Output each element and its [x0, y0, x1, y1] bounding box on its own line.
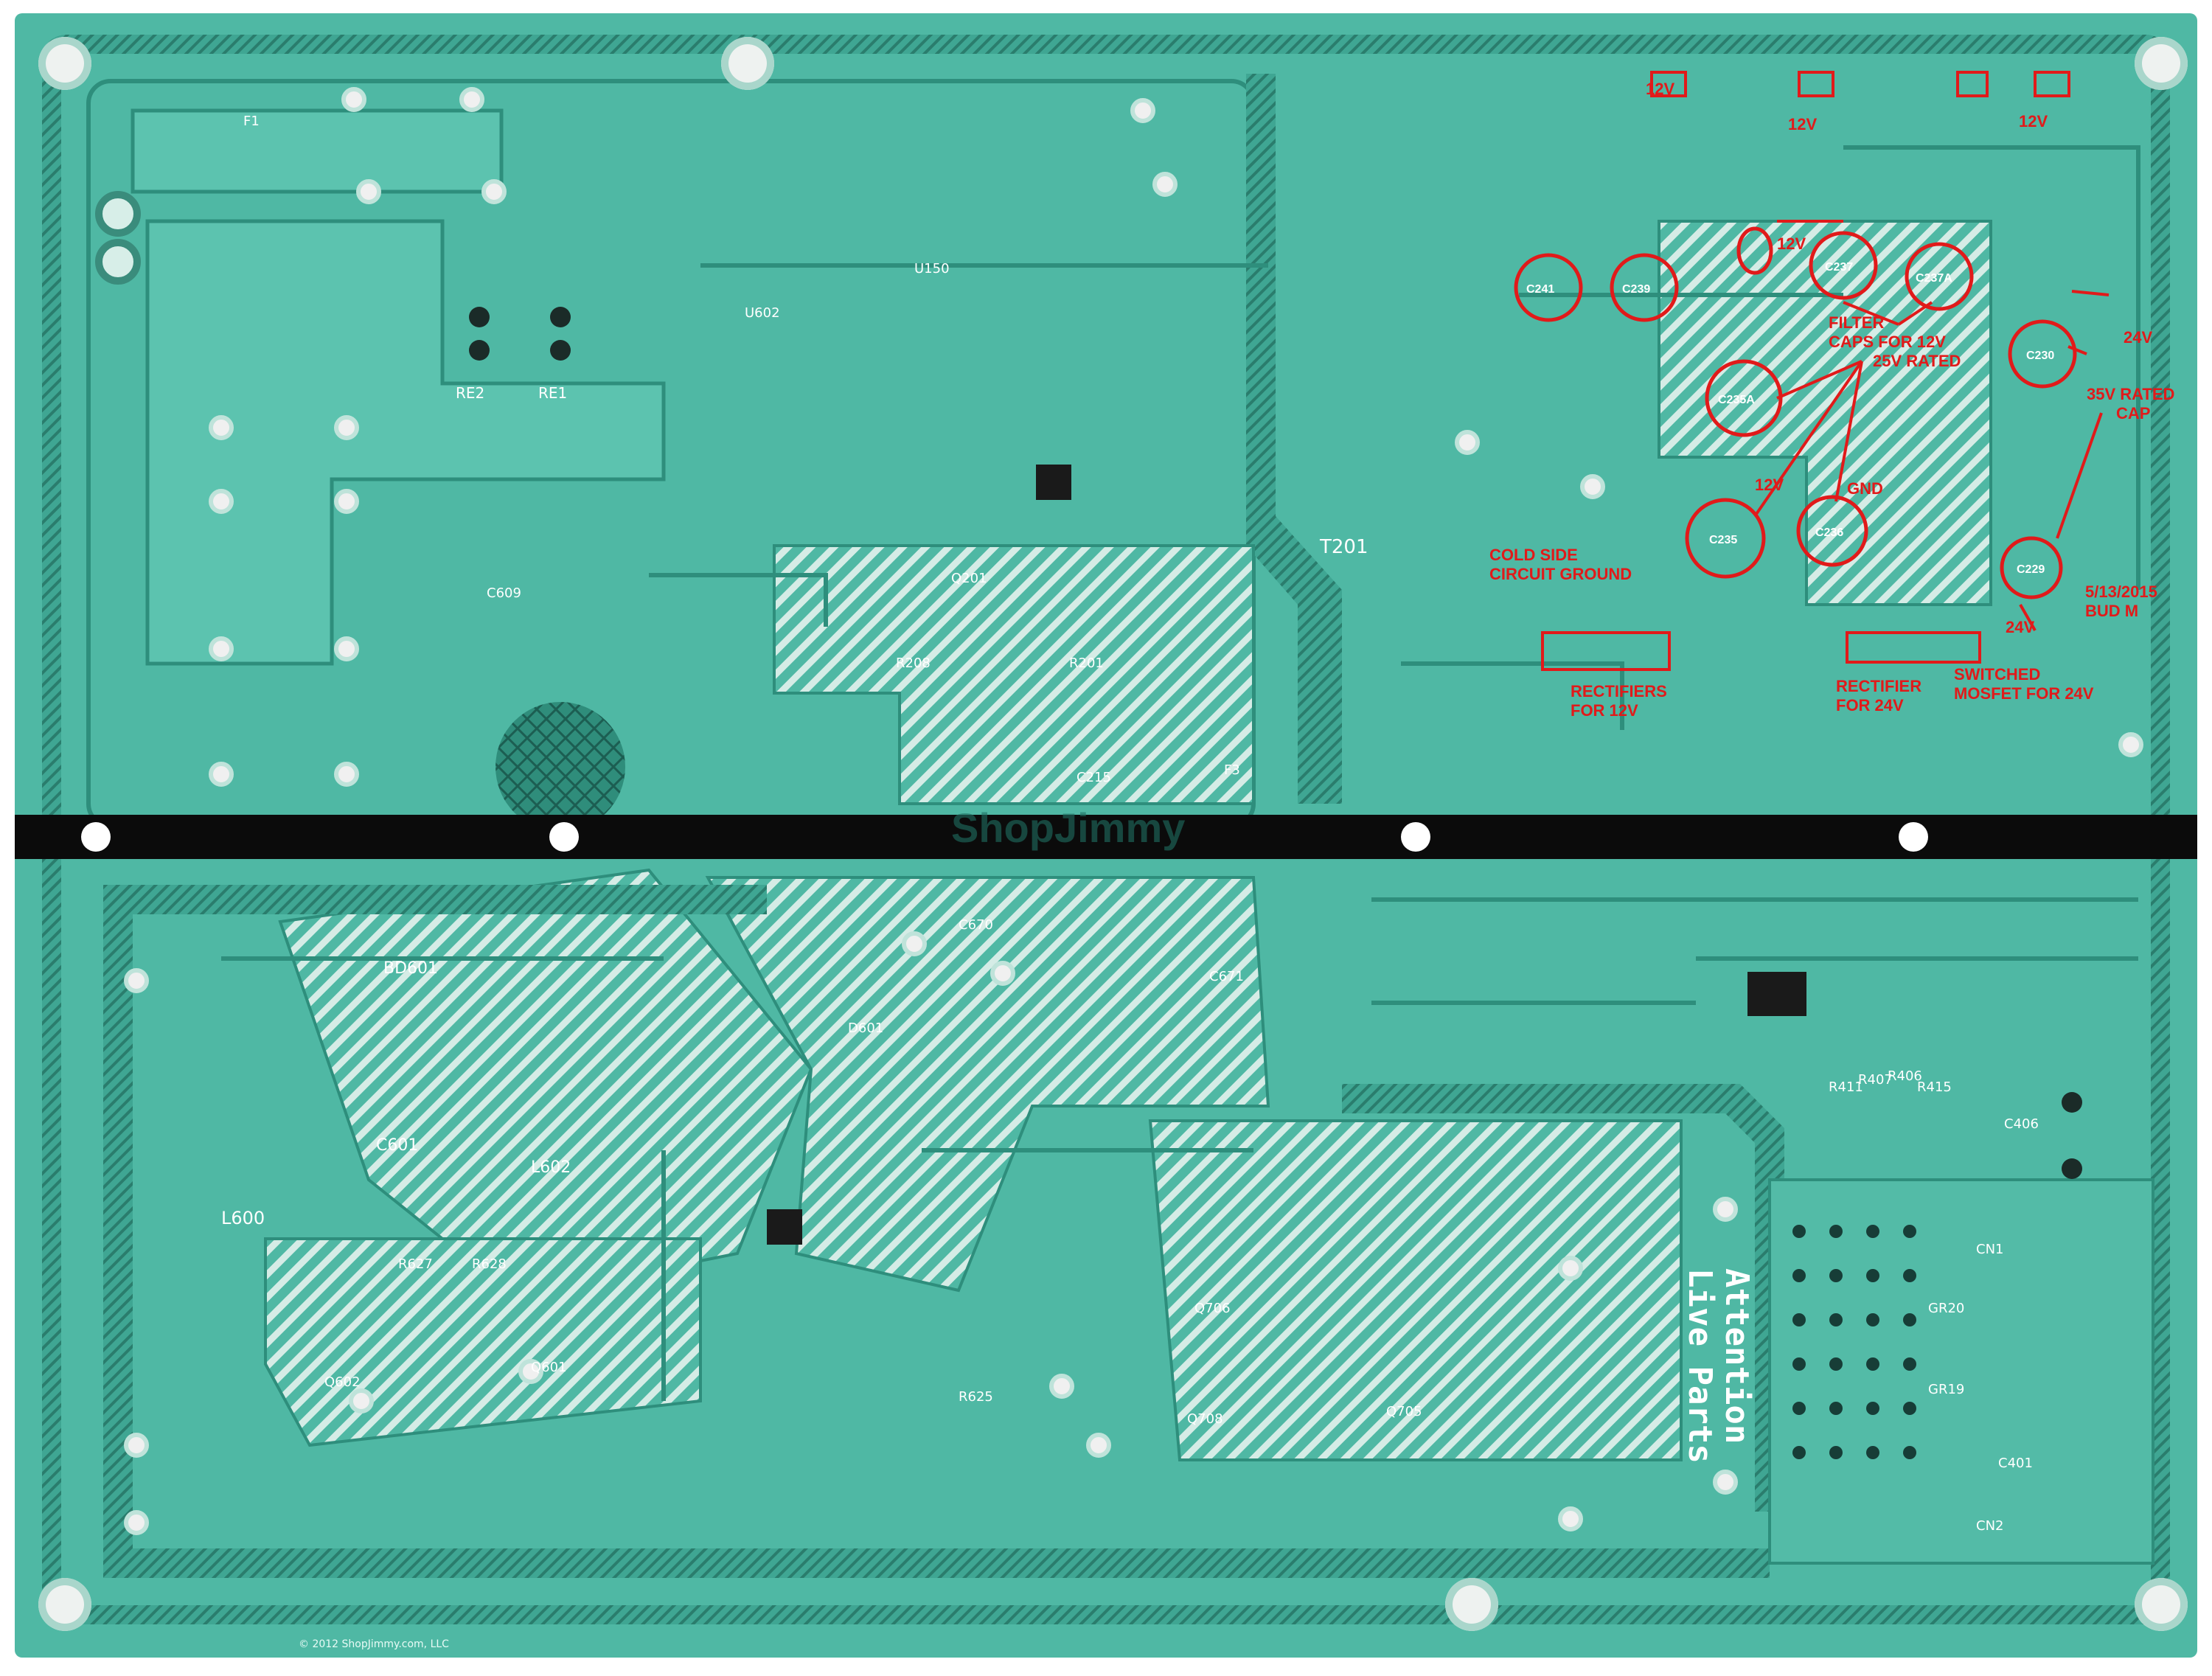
label-12v-top-c: 12V	[2019, 112, 2048, 131]
rect12-line-1: RECTIFIERS	[1571, 682, 1667, 700]
cap-c236: C236	[1815, 526, 1844, 539]
red-circle-marks	[1514, 226, 2077, 599]
label-12v-top-a: 12V	[1646, 80, 1675, 98]
filter-caps-line-1: FILTER	[1829, 313, 1885, 332]
cold-side-line-2: CIRCUIT GROUND	[1489, 565, 1632, 583]
mount-hole-top-left	[38, 37, 91, 90]
label-24v-right: 24V	[2124, 328, 2153, 347]
divider-hole-1	[81, 822, 111, 852]
board-divider	[15, 815, 2197, 859]
label-24v-lower: 24V	[2006, 618, 2035, 636]
label-12v-mid: 12V	[1777, 234, 1806, 253]
red-arrows	[1753, 220, 2110, 631]
cap35-line-2: CAP	[2116, 404, 2151, 423]
cap-c239: C239	[1622, 283, 1651, 296]
label-cold-side: COLD SIDE CIRCUIT GROUND	[1489, 546, 1632, 584]
cap-c235: C235	[1709, 534, 1738, 546]
watermark: ShopJimmy	[951, 804, 1186, 851]
cap-c237a: C237A	[1916, 272, 1952, 285]
label-date-sign: 5/13/2015 BUD M	[2085, 583, 2157, 621]
filter-caps-line-2: CAPS FOR 12V	[1829, 333, 1946, 351]
rect24-line-2: FOR 24V	[1836, 696, 1904, 714]
label-35v-cap: 35V RATED CAP	[2087, 385, 2174, 423]
label-rectifiers-12v: RECTIFIERS FOR 12V	[1571, 682, 1667, 720]
mount-hole-bottom-right	[2135, 1578, 2188, 1631]
label-switched-mosfet: SWITCHED MOSFET FOR 24V	[1954, 665, 2093, 703]
mosfet-line-2: MOSFET FOR 24V	[1954, 684, 2094, 703]
cap35-line-1: 35V RATED	[2087, 385, 2175, 403]
divider-hole-2	[549, 822, 579, 852]
cap-c241: C241	[1526, 283, 1555, 296]
mount-hole-top-right	[2135, 37, 2188, 90]
rect24-line-1: RECTIFIER	[1836, 677, 1922, 695]
cap-c237: C237	[1825, 261, 1854, 274]
label-12v-top-b: 12V	[1788, 115, 1818, 133]
date-line: 5/13/2015	[2085, 583, 2157, 601]
cap-c229: C229	[2017, 563, 2045, 576]
label-filter-caps: FILTER CAPS FOR 12V 25V RATED	[1829, 313, 1961, 371]
cold-side-line-1: COLD SIDE	[1489, 546, 1578, 564]
attention-line-1: Attention	[1718, 1268, 1756, 1444]
cap-c235a: C235A	[1718, 394, 1755, 406]
sign-line: BUD M	[2085, 602, 2139, 620]
divider-hole-4	[1899, 822, 1928, 852]
cap-c230: C230	[2026, 350, 2055, 362]
mount-hole-bottom-mid	[1445, 1578, 1498, 1631]
attention-line-2: Live Parts	[1681, 1268, 1719, 1464]
rect12-line-2: FOR 12V	[1571, 701, 1638, 720]
label-rectifier-24v: RECTIFIER FOR 24V	[1836, 677, 1921, 715]
label-gnd: GND	[1847, 479, 1883, 498]
attention-live-parts: Attention Live Parts	[1681, 1268, 1756, 1464]
mosfet-line-1: SWITCHED	[1954, 665, 2041, 684]
label-12v-lower: 12V	[1755, 476, 1784, 494]
mount-hole-top-mid	[721, 37, 774, 90]
filter-caps-line-3: 25V RATED	[1873, 352, 1961, 370]
divider-hole-3	[1401, 822, 1430, 852]
mount-hole-bottom-left	[38, 1578, 91, 1631]
copyright-text: © 2012 ShopJimmy.com, LLC	[299, 1638, 449, 1650]
